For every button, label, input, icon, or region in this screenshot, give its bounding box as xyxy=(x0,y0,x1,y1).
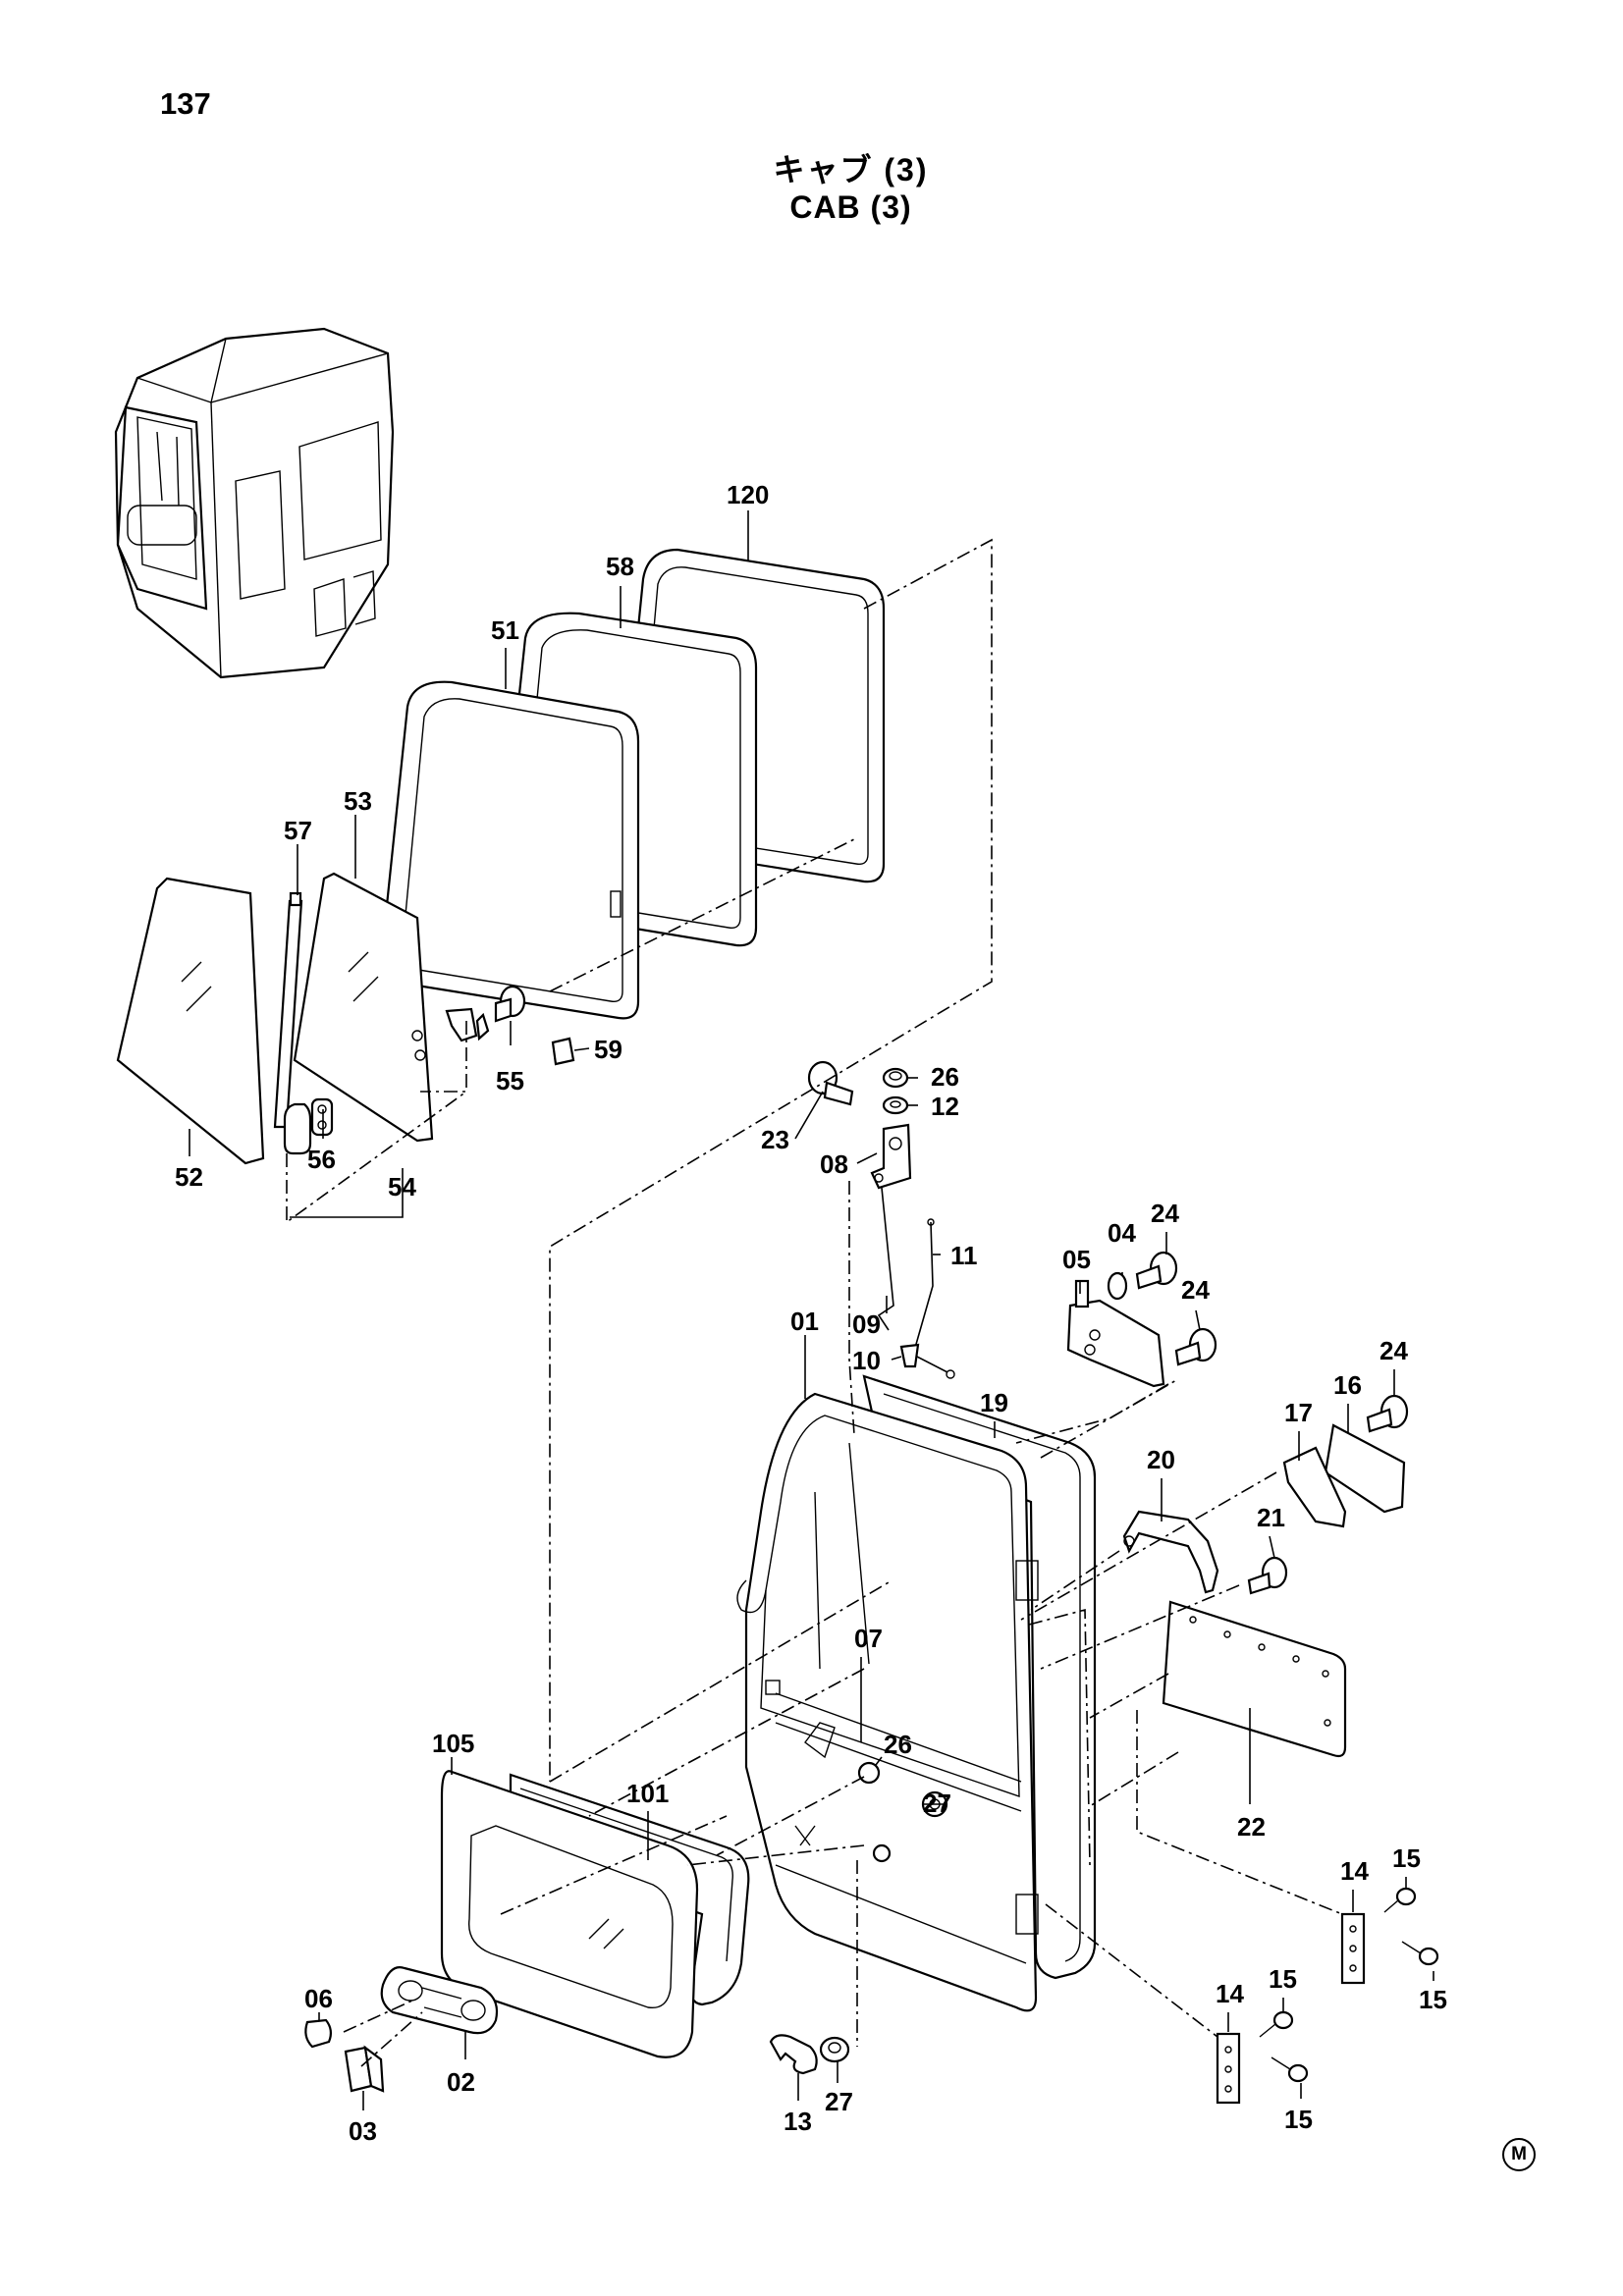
door-seal-19 xyxy=(862,1374,1097,1980)
label-26-door: 26 xyxy=(884,1730,912,1759)
stopper-59 xyxy=(551,1037,575,1066)
label-27-lower: 27 xyxy=(825,2087,853,2116)
page-number: 137 xyxy=(160,86,211,121)
bolt-26-door xyxy=(857,1761,881,1785)
bolt-15-a xyxy=(1383,1887,1417,1913)
title-japanese: キャブ (3) xyxy=(773,152,929,187)
latch-parts-54 xyxy=(283,1007,490,1155)
label-57: 57 xyxy=(284,816,312,845)
handle-bar-13 xyxy=(769,2034,818,2075)
label-15-d: 15 xyxy=(1284,2105,1313,2134)
label-24-a: 24 xyxy=(1151,1199,1179,1228)
label-120: 120 xyxy=(727,480,769,509)
label-27-door: 27 xyxy=(923,1789,951,1818)
part-number-labels: 120 58 51 57 53 52 56 54 55 59 26 12 23 … xyxy=(175,480,1447,2146)
latch-03 xyxy=(344,2045,385,2093)
label-08: 08 xyxy=(820,1149,848,1179)
label-56: 56 xyxy=(307,1145,336,1174)
door-01 xyxy=(736,1392,1039,2012)
label-26-top: 26 xyxy=(931,1062,959,1092)
handle-20 xyxy=(1122,1510,1219,1594)
label-14-upper: 14 xyxy=(1340,1856,1369,1886)
bolt-55 xyxy=(494,985,526,1023)
label-23: 23 xyxy=(761,1125,789,1154)
clip-10 xyxy=(899,1343,920,1368)
cable-11 xyxy=(912,1218,955,1379)
label-55: 55 xyxy=(496,1066,524,1095)
label-04: 04 xyxy=(1108,1218,1136,1248)
label-05: 05 xyxy=(1062,1245,1091,1274)
bolt-15-d xyxy=(1271,2056,1309,2083)
bolt-15-b xyxy=(1401,1941,1439,1966)
label-21: 21 xyxy=(1257,1503,1285,1532)
window-frame-51 xyxy=(379,680,640,1020)
label-01: 01 xyxy=(790,1307,819,1336)
nut-27-lower xyxy=(819,2036,850,2063)
nut-26-top xyxy=(882,1067,909,1089)
label-06: 06 xyxy=(304,1984,333,2013)
label-20: 20 xyxy=(1147,1445,1175,1474)
bolt-24-c xyxy=(1366,1394,1409,1433)
label-54: 54 xyxy=(388,1172,416,1201)
label-101: 101 xyxy=(626,1779,669,1808)
label-15-c: 15 xyxy=(1269,1964,1297,1994)
cab-overview-illustration xyxy=(114,327,395,679)
leader-lines xyxy=(189,510,1434,2110)
bolt-24-a xyxy=(1135,1251,1178,1290)
bolt-21 xyxy=(1247,1556,1288,1595)
title-english: CAB (3) xyxy=(789,189,912,225)
rubber-strip-57 xyxy=(273,891,303,1129)
label-15-a: 15 xyxy=(1392,1843,1421,1873)
label-14-lower: 14 xyxy=(1216,1979,1244,2008)
label-16: 16 xyxy=(1333,1370,1362,1400)
glass-pane-53 xyxy=(293,872,434,1143)
hinge-14-upper xyxy=(1340,1912,1366,1985)
washer-12 xyxy=(882,1095,909,1115)
assembly-guide-lines xyxy=(286,538,1343,2067)
label-15-b: 15 xyxy=(1419,1985,1447,2014)
hinge-14-lower xyxy=(1216,2032,1241,2105)
label-09: 09 xyxy=(852,1309,881,1339)
lock-assembly-05 xyxy=(1066,1279,1165,1388)
label-03: 03 xyxy=(349,2116,377,2146)
bolt-24-b xyxy=(1174,1327,1217,1366)
label-51: 51 xyxy=(491,615,519,645)
label-11: 11 xyxy=(950,1241,978,1270)
label-52: 52 xyxy=(175,1162,203,1192)
bolt-23 xyxy=(807,1060,854,1106)
knob-06 xyxy=(304,2018,333,2049)
label-24-c: 24 xyxy=(1380,1336,1408,1365)
m-symbol-mark: M xyxy=(1502,2138,1536,2171)
label-17: 17 xyxy=(1284,1398,1313,1427)
label-10: 10 xyxy=(852,1346,881,1375)
washer-04 xyxy=(1107,1271,1128,1301)
glass-pane-52 xyxy=(116,877,265,1165)
bolt-15-c xyxy=(1259,2010,1294,2038)
panel-22 xyxy=(1162,1600,1347,1758)
label-24-b: 24 xyxy=(1181,1275,1210,1305)
handle-cover-02 xyxy=(380,1966,499,2035)
plate-17 xyxy=(1282,1446,1347,1528)
label-59: 59 xyxy=(594,1035,622,1064)
label-105: 105 xyxy=(432,1729,474,1758)
label-12: 12 xyxy=(931,1092,959,1121)
plate-16 xyxy=(1324,1423,1406,1514)
label-19: 19 xyxy=(980,1388,1008,1417)
label-22: 22 xyxy=(1237,1812,1266,1842)
label-53: 53 xyxy=(344,786,372,816)
label-02: 02 xyxy=(447,2067,475,2097)
bracket-08 xyxy=(870,1123,912,1190)
label-13: 13 xyxy=(784,2107,812,2136)
label-58: 58 xyxy=(606,552,634,581)
nut-door-lower xyxy=(872,1843,892,1863)
window-frame-105 xyxy=(440,1770,699,2058)
label-07: 07 xyxy=(854,1624,883,1653)
